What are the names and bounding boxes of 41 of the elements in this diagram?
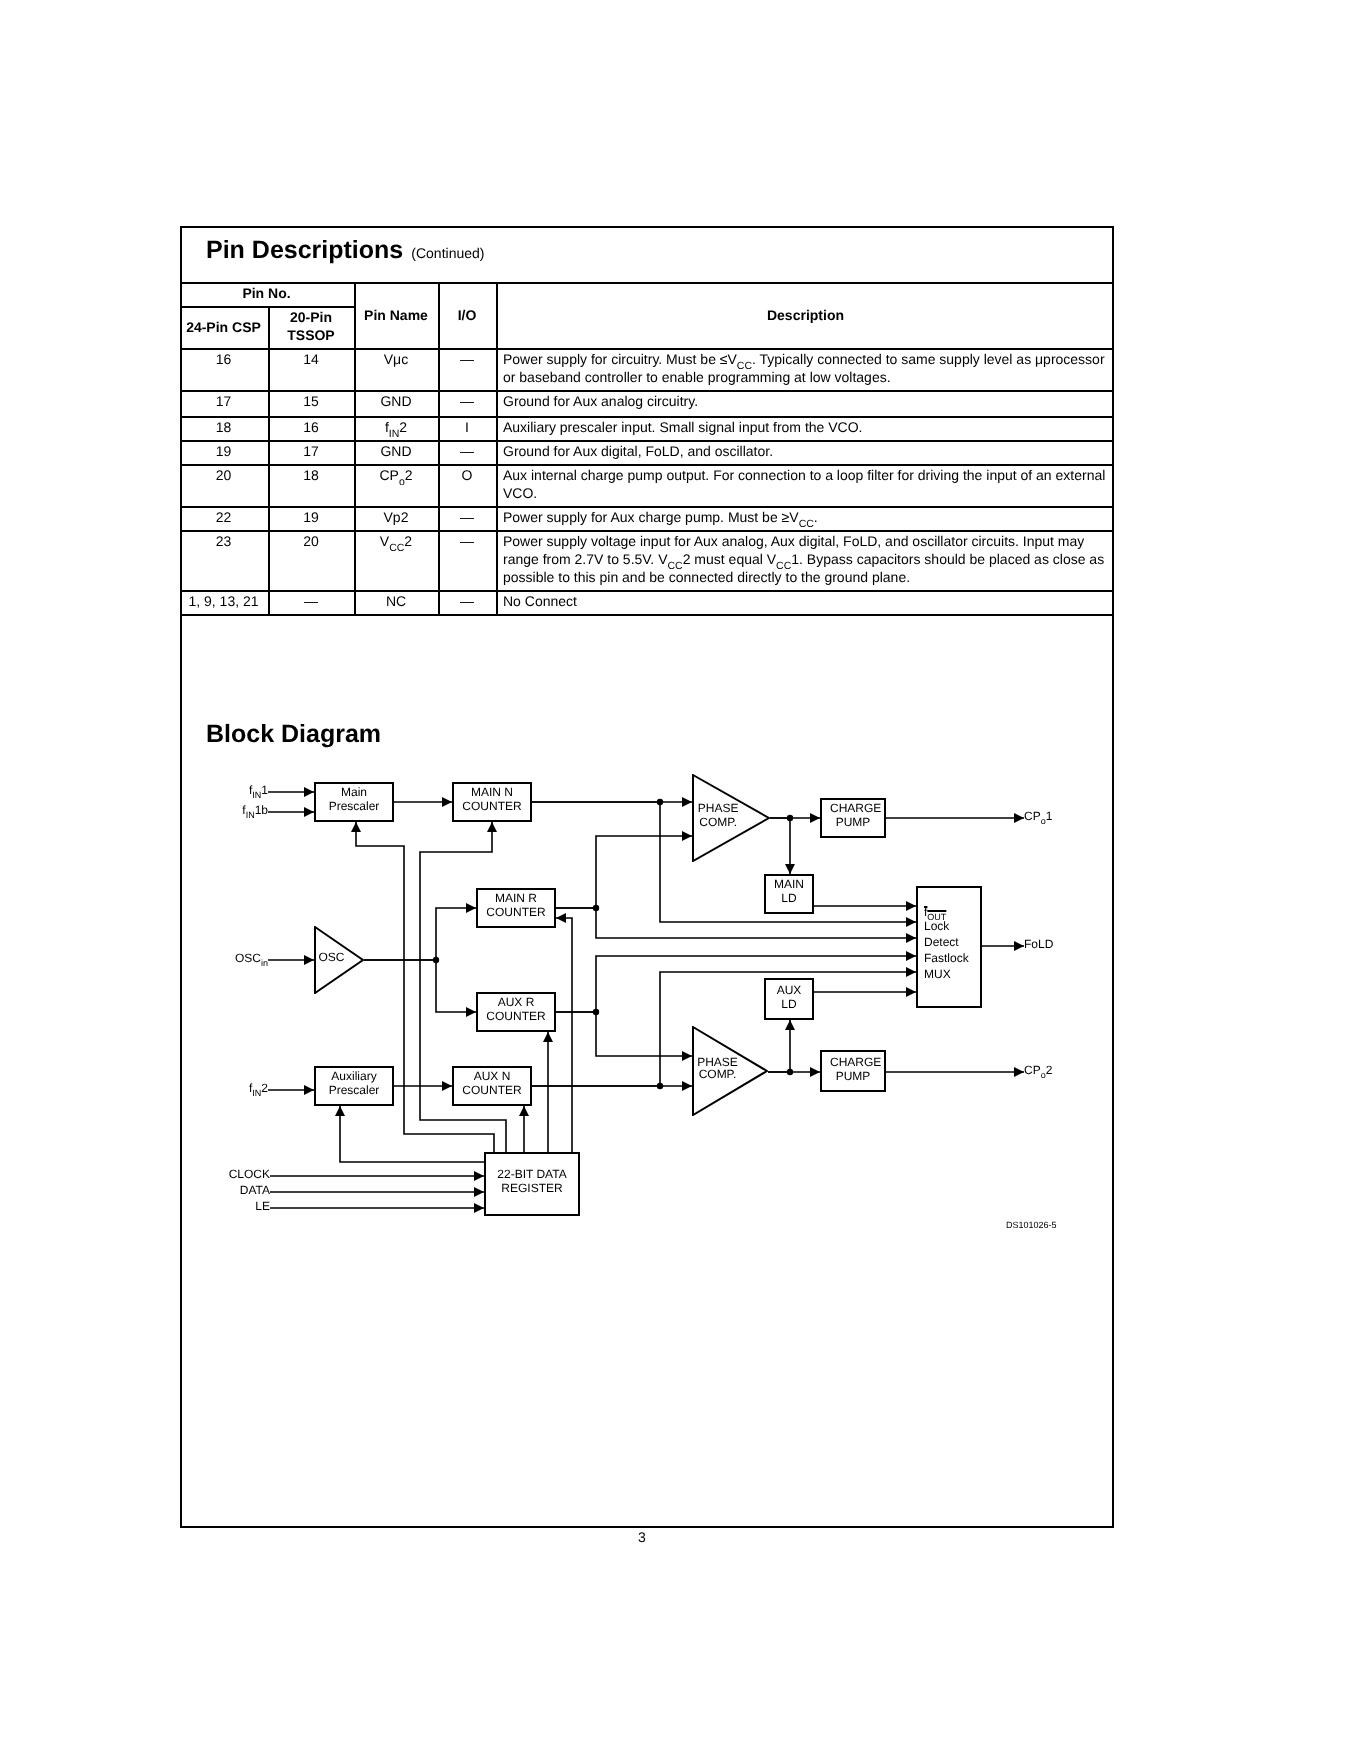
signal-arrow — [393, 797, 453, 807]
signal-arrow — [543, 1031, 553, 1153]
signal-arrow — [335, 1105, 485, 1163]
register-block — [484, 1152, 580, 1216]
charge-pump-block — [820, 1050, 886, 1092]
charge-pump-block — [820, 798, 886, 838]
signal-arrow — [363, 959, 477, 1017]
signal-arrow — [813, 987, 917, 997]
section-heading: Block Diagram — [206, 720, 382, 748]
signal-arrow — [813, 901, 917, 911]
signal-arrow — [269, 1203, 485, 1213]
counter-block — [452, 1066, 532, 1106]
signal-arrow — [269, 1187, 485, 1197]
signal-arrow — [767, 1019, 795, 1073]
prescaler-block — [314, 782, 394, 822]
counter-block — [476, 888, 556, 928]
signal-arrow — [419, 821, 507, 1153]
signal-arrow — [267, 787, 315, 797]
lock-detect-block — [764, 874, 814, 914]
signal-arrow — [555, 907, 917, 943]
signal-arrow — [267, 955, 315, 965]
signal-arrow — [531, 967, 917, 1087]
signal-arrow — [519, 1105, 529, 1153]
signal-arrow — [351, 821, 495, 1153]
lock-detect-block — [764, 978, 814, 1020]
signal-arrow — [531, 801, 917, 927]
mux-block — [916, 886, 982, 1008]
counter-block — [476, 992, 556, 1032]
section-title: Pin Descriptions — [206, 236, 404, 264]
signal-arrow — [267, 807, 315, 817]
signal-arrow — [769, 817, 795, 875]
signal-arrow — [885, 1067, 1025, 1077]
signal-arrow — [981, 941, 1025, 951]
signal-arrow — [393, 1081, 453, 1091]
signal-arrow — [267, 1085, 315, 1095]
signal-arrow — [555, 1011, 693, 1061]
signal-arrow — [885, 813, 1025, 823]
counter-block — [452, 782, 532, 822]
prescaler-block — [314, 1066, 394, 1106]
signal-arrow — [269, 1171, 485, 1181]
signal-arrow — [555, 913, 573, 1153]
